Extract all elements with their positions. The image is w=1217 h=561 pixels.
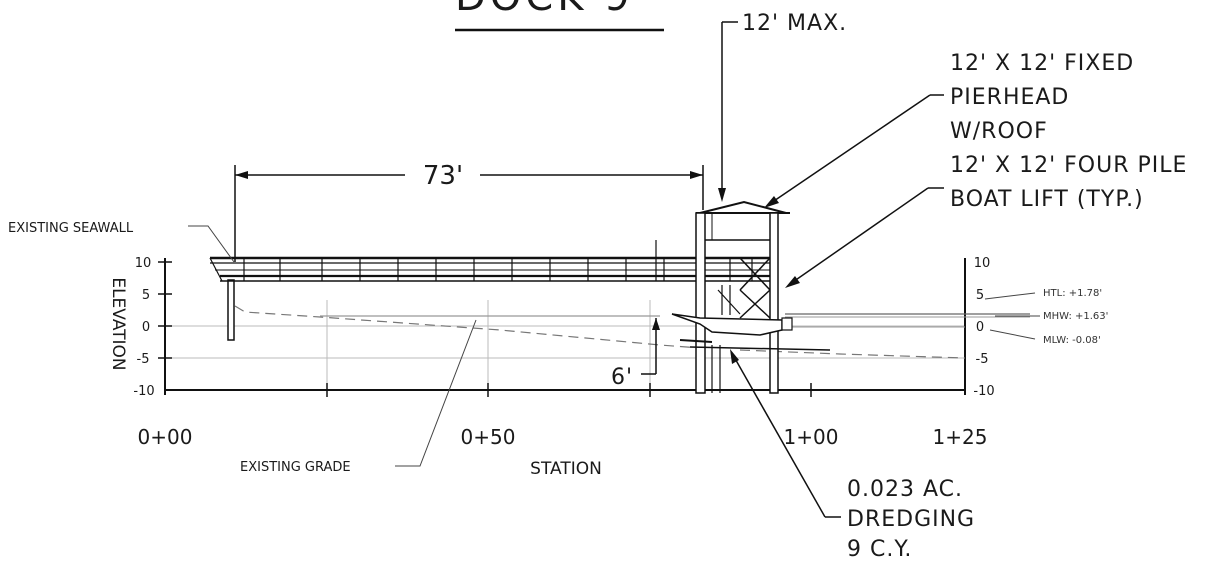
- pierhead-callout-line3: W/ROOF: [950, 119, 1048, 144]
- mhw-label: MHW: +1.63': [1043, 311, 1108, 322]
- boat-lift-leader: [785, 187, 944, 288]
- right-tick-label: -5: [976, 352, 989, 367]
- left-tick-label: 0: [142, 320, 150, 335]
- pierhead-callout-line1: 12' X 12' FIXED: [950, 51, 1134, 76]
- x-axis-title: STATION: [530, 459, 602, 479]
- right-tick-label: 10: [974, 256, 991, 271]
- station-label: 1+00: [784, 425, 839, 449]
- length-dimension-label: 73': [423, 161, 463, 191]
- htl-label: HTL: +1.78': [1043, 288, 1102, 299]
- grid: [165, 300, 965, 390]
- pierhead-leader: [764, 94, 944, 208]
- pierhead-structure: [695, 200, 790, 394]
- grade-callout: EXISTING GRADE: [240, 460, 351, 475]
- seawall-leader: [188, 225, 235, 263]
- depth-dimension-label: 6': [611, 365, 633, 390]
- depth-dimension: [641, 318, 660, 375]
- station-label: 0+50: [461, 425, 516, 449]
- existing-grade-line: [234, 305, 701, 349]
- boat: [671, 313, 831, 351]
- seawall-callout: EXISTING SEAWALL: [8, 221, 134, 236]
- station-label: 1+25: [933, 425, 988, 449]
- length-dimension: [234, 165, 704, 262]
- pierhead-callout-line2: PIERHEAD: [950, 85, 1069, 110]
- boat-lift-callout-line1: 12' X 12' FOUR PILE: [950, 153, 1187, 178]
- drawing-title: DOCK 9: [455, 0, 634, 20]
- right-tick-label: 0: [976, 320, 984, 335]
- left-tick-label: 10: [135, 256, 152, 271]
- seawall: [227, 279, 235, 341]
- station-label: 0+00: [138, 425, 193, 449]
- left-tick-label: -5: [137, 352, 150, 367]
- right-tick-label: -10: [973, 384, 994, 399]
- boat-lift: [717, 257, 771, 319]
- tide-lines: [785, 292, 1040, 340]
- dredging-callout-line1: 0.023 AC.: [847, 477, 963, 502]
- right-tick-label: 5: [976, 288, 984, 303]
- height-dimension-label: 12' MAX.: [742, 11, 847, 36]
- dredging-callout-line2: DREDGING: [847, 507, 975, 532]
- height-dimension: [718, 21, 738, 202]
- dock-walkway: [209, 240, 775, 282]
- mlw-label: MLW: -0.08': [1043, 335, 1101, 346]
- y-axis-title: ELEVATION: [108, 277, 128, 370]
- boat-lift-callout-line2: BOAT LIFT (TYP.): [950, 187, 1144, 212]
- dredging-leader: [730, 349, 841, 518]
- left-tick-label: -10: [133, 384, 154, 399]
- left-tick-label: 5: [142, 288, 150, 303]
- dredging-callout-line3: 9 C.Y.: [847, 537, 912, 561]
- grade-leader: [395, 319, 477, 467]
